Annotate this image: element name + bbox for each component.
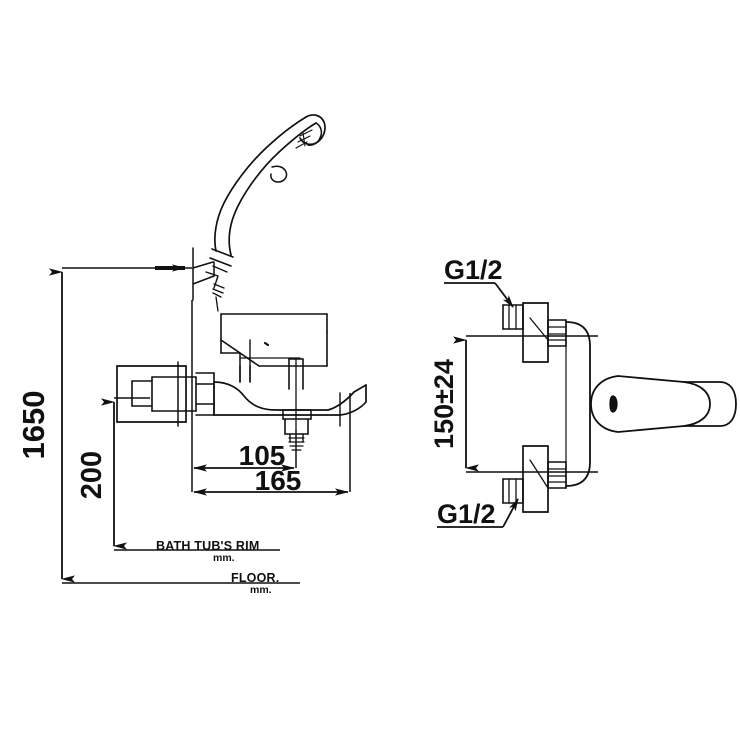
leader-line-bottom bbox=[502, 498, 519, 528]
dim-label-200: 200 bbox=[76, 451, 108, 499]
diverter-outlet bbox=[282, 409, 312, 451]
bath-tub-rim-unit: mm. bbox=[213, 552, 235, 564]
mixer-body bbox=[116, 313, 367, 431]
callout-g12-top: G1/2 bbox=[444, 255, 503, 285]
dim-label-150: 150±24 bbox=[429, 359, 459, 449]
lever-handle-front bbox=[590, 375, 737, 433]
inlet-union-bottom bbox=[502, 445, 567, 513]
bath-tub-rim-label: BATH TUB'S RIM bbox=[156, 539, 259, 553]
shower-holder bbox=[192, 261, 225, 312]
side-elevation-dimensions bbox=[49, 264, 351, 584]
floor-unit: mm. bbox=[250, 584, 272, 596]
inlet-union-top bbox=[502, 302, 567, 363]
dim-label-1650: 1650 bbox=[16, 391, 51, 460]
dim-label-165: 165 bbox=[255, 465, 302, 496]
dim-label-105: 105 bbox=[239, 440, 286, 471]
side-elevation-view bbox=[116, 114, 367, 451]
hand-shower bbox=[209, 114, 326, 273]
floor-label: FLOOR. bbox=[231, 571, 279, 585]
front-elevation-view bbox=[502, 302, 737, 513]
leader-line-top bbox=[494, 282, 514, 308]
callout-g12-bottom: G1/2 bbox=[437, 499, 496, 529]
front-elevation-dimensions bbox=[437, 282, 598, 528]
mixer-body-front bbox=[565, 321, 591, 487]
